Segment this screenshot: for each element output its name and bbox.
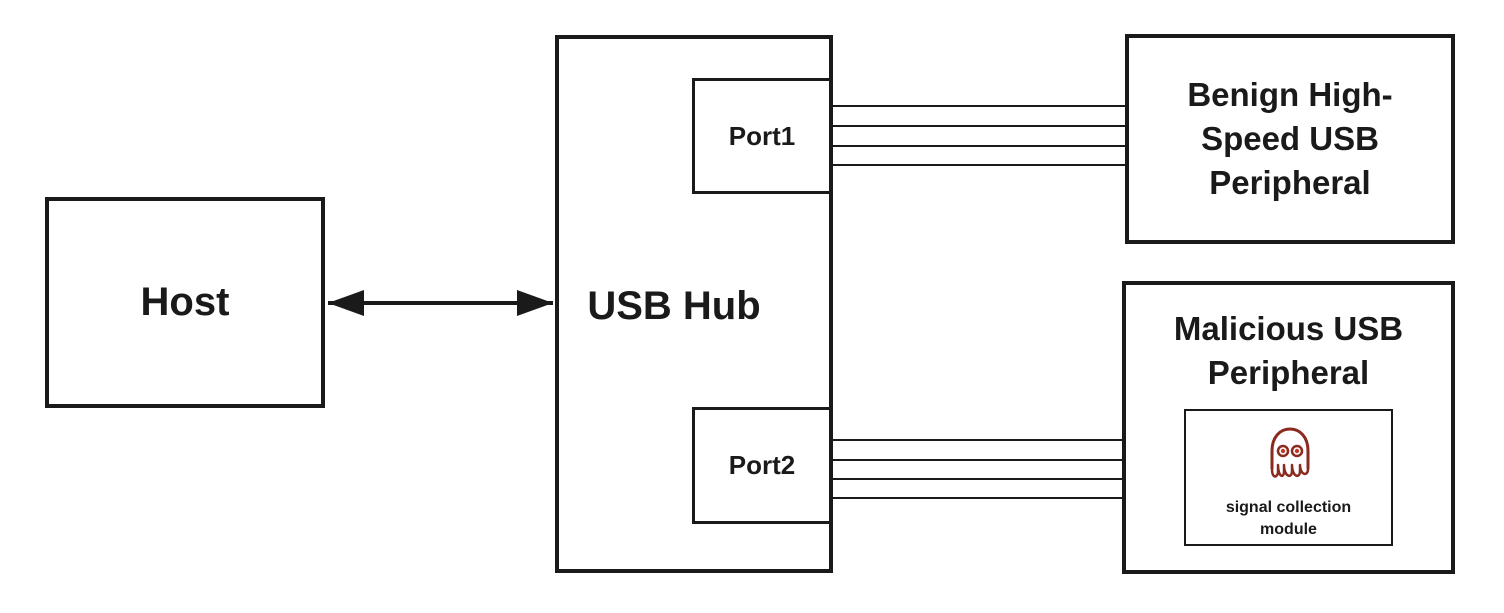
arrowhead-right [517,290,553,316]
arrowhead-left [328,290,364,316]
malicious-peripheral-label: Malicious USB Peripheral [1173,310,1404,391]
port2-label: Port2 [728,450,796,480]
ghost-icon [1270,427,1310,478]
port1-box: Port1 [692,78,832,194]
benign-peripheral-box: Benign High-Speed USB Peripheral [1125,34,1455,244]
signal-collection-module-label: signal collection module [1225,499,1352,538]
host-box: Host [45,197,325,408]
port1-label: Port1 [728,120,796,151]
usb-hub-label: USB Hub [587,284,761,328]
benign-peripheral-label: Benign High-Speed USB Peripheral [1187,76,1393,201]
port2-box: Port2 [692,407,832,524]
host-label: Host [140,280,230,324]
port1-wires [832,105,1125,166]
signal-collection-module-box: signal collection module [1184,409,1393,546]
